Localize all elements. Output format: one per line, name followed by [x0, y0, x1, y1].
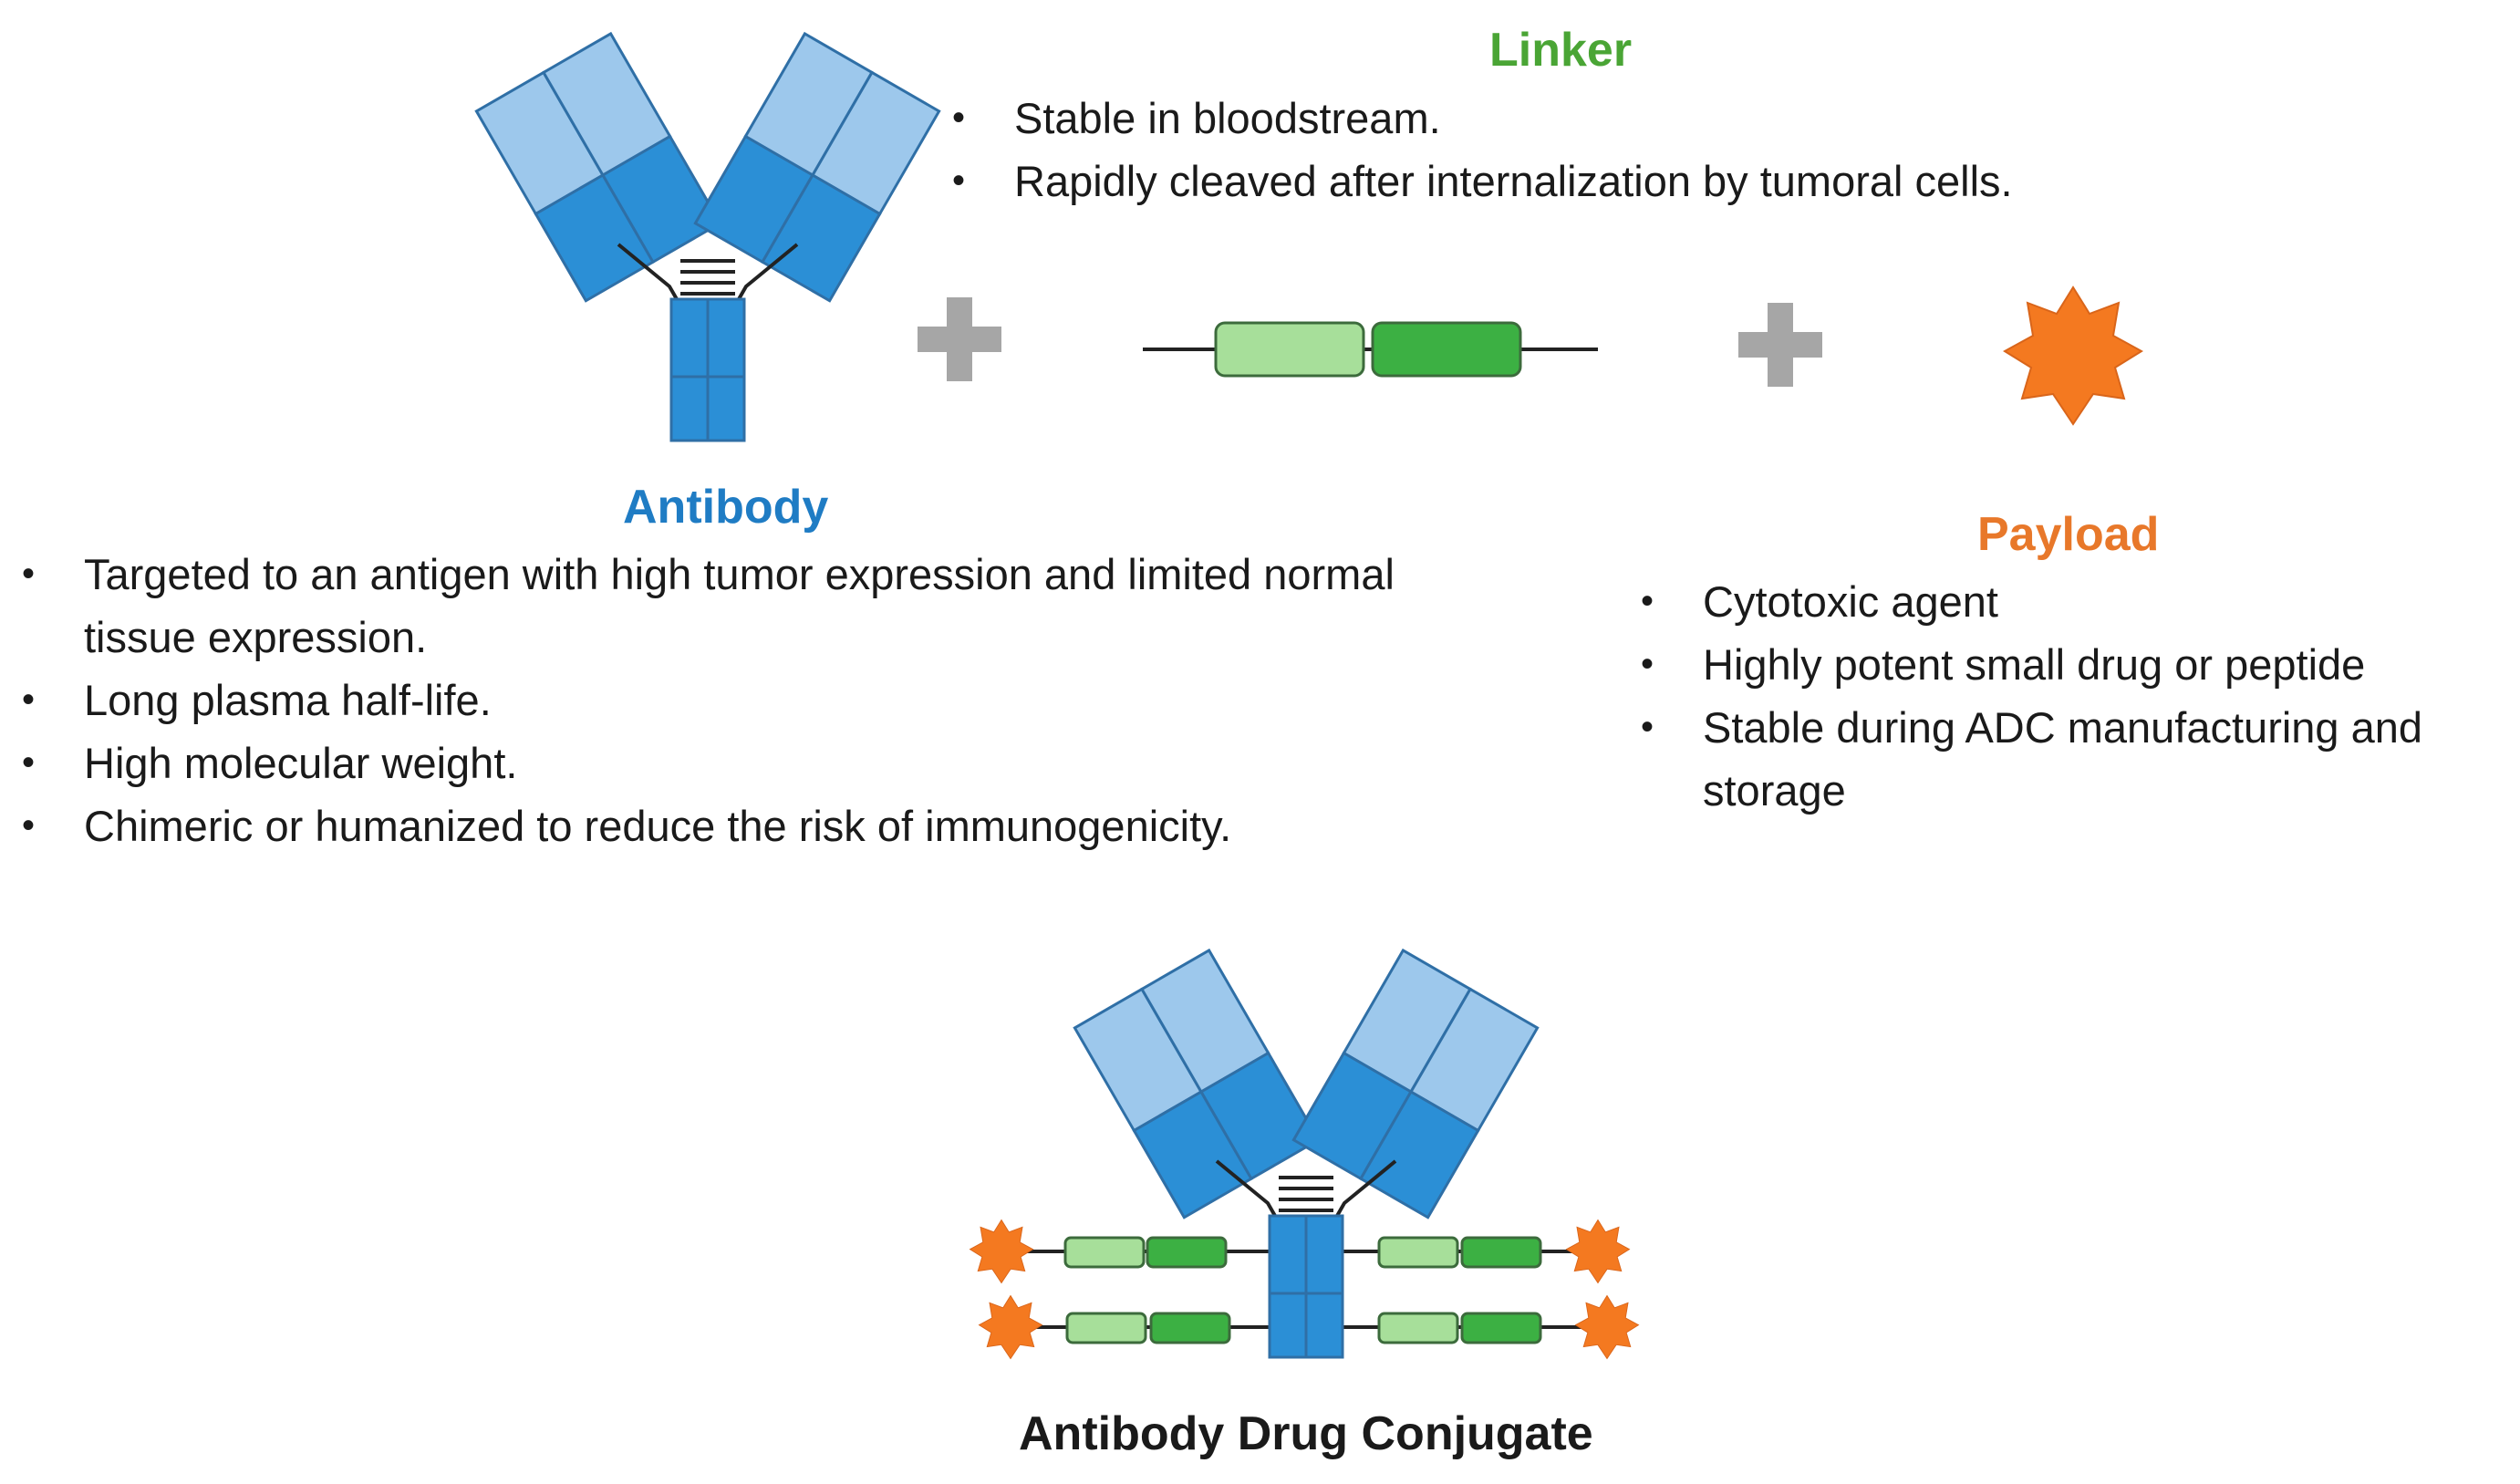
antibody-drug-conjugate-icon — [970, 948, 1639, 1359]
adc-linker-left-bottom — [1012, 1312, 1272, 1344]
payload-star-icon — [1566, 1219, 1630, 1283]
list-item: High molecular weight. — [16, 732, 1457, 794]
list-item: Long plasma half-life. — [16, 669, 1457, 732]
adc-linker-right-top — [1341, 1236, 1594, 1269]
payload-star-icon — [2004, 286, 2142, 425]
linker-title: Linker — [1489, 24, 1633, 77]
payload-title: Payload — [1977, 508, 2160, 561]
adc-title: Antibody Drug Conjugate — [1019, 1407, 1593, 1460]
plus-icon — [1738, 303, 1822, 387]
list-item: Stable in bloodstream. — [947, 87, 2224, 150]
list-item: Cytotoxic agent — [1635, 570, 2511, 633]
list-item: Targeted to an antigen with high tumor e… — [16, 543, 1434, 669]
antibody-icon — [474, 31, 941, 442]
linker-bullet-list: Stable in bloodstream. Rapidly cleaved a… — [947, 87, 2224, 213]
list-item: Highly potent small drug or peptide — [1635, 633, 2511, 696]
payload-star-icon — [970, 1219, 1033, 1283]
adc-linker-left-top — [1012, 1236, 1272, 1269]
antibody-bullet-list: Targeted to an antigen with high tumor e… — [16, 543, 1457, 857]
payload-star-icon — [979, 1295, 1042, 1359]
list-item: Stable during ADC manufacturing and stor… — [1635, 696, 2511, 822]
plus-icon — [918, 297, 1001, 381]
payload-star-icon — [1575, 1295, 1639, 1359]
adc-antibody-icon — [1073, 948, 1540, 1359]
antibody-title: Antibody — [623, 481, 829, 534]
payload-bullet-list: Cytotoxic agent Highly potent small drug… — [1635, 570, 2511, 822]
list-item: Rapidly cleaved after internalization by… — [947, 150, 2224, 213]
list-item: Chimeric or humanized to reduce the risk… — [16, 794, 1457, 857]
adc-linker-right-bottom — [1341, 1312, 1594, 1344]
linker-icon — [1143, 321, 1598, 378]
